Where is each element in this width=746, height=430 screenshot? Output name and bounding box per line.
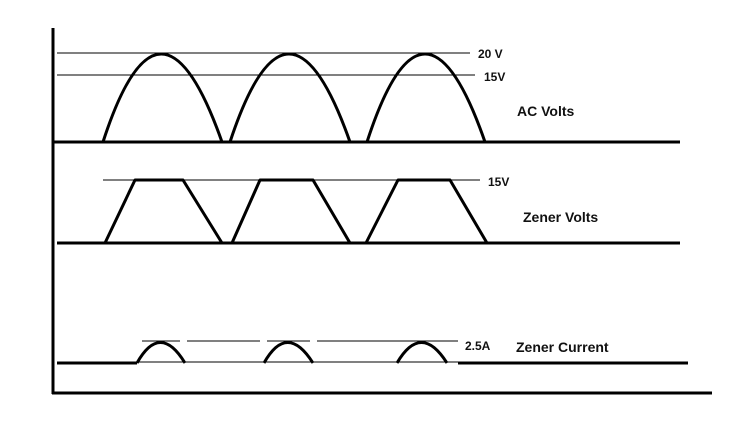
- ac-half-wave-3: [365, 52, 487, 143]
- zener-clipped-wave-3: [364, 178, 489, 244]
- zener-current-title: Zener Current: [516, 339, 609, 355]
- current-pulse-1: [135, 341, 187, 364]
- ac-20v-label: 20 V: [478, 47, 503, 61]
- current-pulse-2: [262, 341, 315, 364]
- ac-volts-title: AC Volts: [517, 103, 575, 119]
- zener-15v-label: 15V: [488, 175, 509, 189]
- current-level-label: 2.5A: [465, 339, 491, 353]
- zener-volts-title: Zener Volts: [523, 209, 598, 225]
- zener-clipped-wave-1: [103, 178, 224, 244]
- ac-half-wave-1: [101, 52, 224, 143]
- current-pulse-3: [395, 341, 449, 364]
- ac-half-wave-2: [228, 52, 352, 143]
- ac-15v-label: 15V: [484, 70, 505, 84]
- zener-clipped-wave-2: [230, 178, 352, 244]
